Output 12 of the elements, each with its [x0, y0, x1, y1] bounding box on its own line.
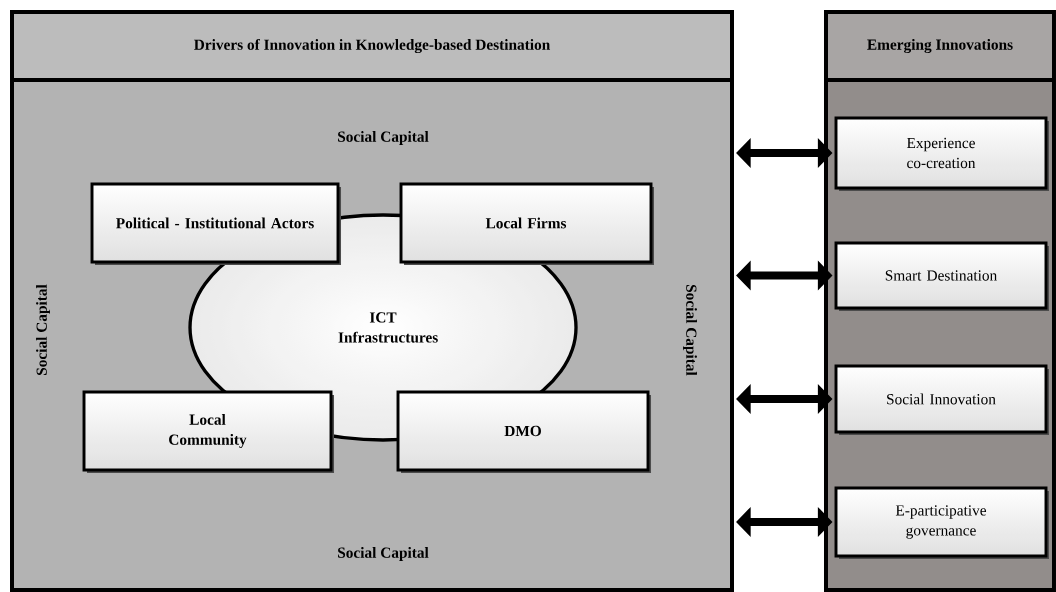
process-box: Smart Destination: [834, 241, 1049, 311]
side-label: Social Capital: [338, 547, 429, 561]
process-box: Political - Institutional Actors: [90, 182, 341, 265]
process-box: DMO: [396, 390, 651, 473]
process-box: E-participative governance: [834, 486, 1049, 559]
side-label: Social Capital: [36, 284, 50, 375]
side-label: Social Capital: [338, 131, 429, 145]
process-box: Experience co-creation: [834, 116, 1049, 191]
process-box: Local Community: [82, 390, 334, 473]
process-box: Social Innovation: [834, 364, 1049, 435]
process-box: Local Firms: [399, 182, 654, 265]
side-label: Social Capital: [683, 285, 697, 376]
